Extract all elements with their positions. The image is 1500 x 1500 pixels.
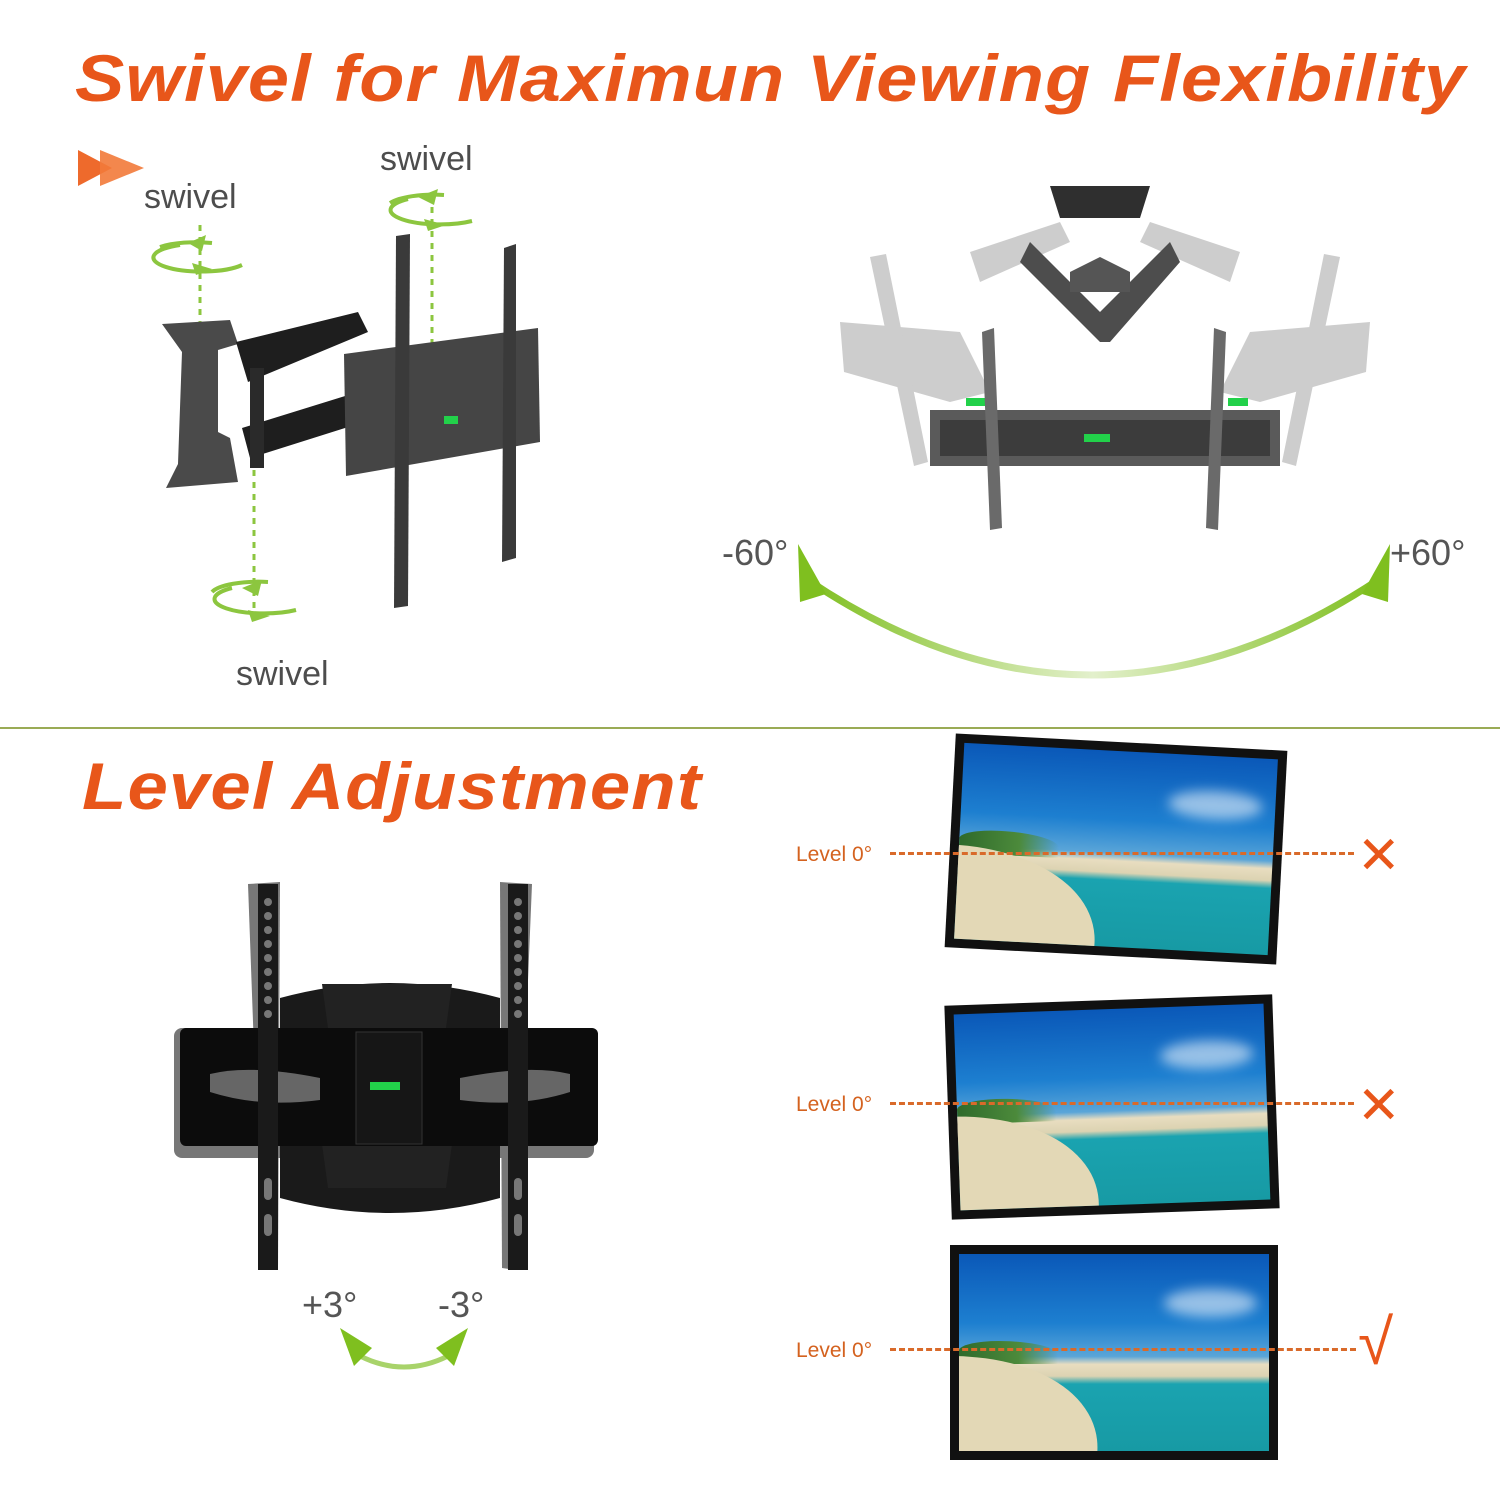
beach-screen-image xyxy=(953,1003,1271,1211)
check-mark-icon: √ xyxy=(1358,1306,1394,1378)
level-label: Level 0° xyxy=(796,1339,873,1362)
beach-screen-image xyxy=(959,1254,1269,1451)
level-line xyxy=(890,852,1354,855)
rotate-arrow-icon xyxy=(210,470,297,622)
double-arrow-icon xyxy=(78,150,144,186)
beach-screen-image xyxy=(954,742,1278,956)
level-label: Level 0° xyxy=(796,1093,873,1116)
level-mount-image xyxy=(174,882,598,1270)
tilt-range-arrow-icon xyxy=(340,1328,468,1370)
level-line xyxy=(890,1102,1354,1105)
swivel-section-title: Swivel for Maximun Viewing Flexibility xyxy=(75,41,1467,115)
tv-example-level xyxy=(950,1245,1278,1460)
tv-example-tilted-counterclockwise xyxy=(944,994,1280,1220)
swivel-range-arrow-icon xyxy=(798,544,1390,679)
swivel-label-right: swivel xyxy=(380,140,473,178)
angle-left-label: -60° xyxy=(722,532,789,573)
swivel-label-bottom: swivel xyxy=(236,655,329,693)
rotate-arrow-icon xyxy=(151,225,243,325)
wrong-mark-icon: ✕ xyxy=(1357,1077,1401,1135)
angle-right-label: +60° xyxy=(1390,532,1466,573)
level-section-title: Level Adjustment xyxy=(82,749,703,823)
tv-example-tilted-clockwise xyxy=(944,733,1288,965)
tilt-right-label: -3° xyxy=(438,1284,485,1325)
swivel-range-image xyxy=(840,186,1370,530)
articulating-mount-image xyxy=(162,234,540,608)
wrong-mark-icon: ✕ xyxy=(1357,827,1401,885)
level-line xyxy=(890,1348,1356,1351)
section-divider xyxy=(0,727,1500,729)
tilt-left-label: +3° xyxy=(302,1284,358,1325)
swivel-label-left: swivel xyxy=(144,178,237,216)
level-label: Level 0° xyxy=(796,843,873,866)
